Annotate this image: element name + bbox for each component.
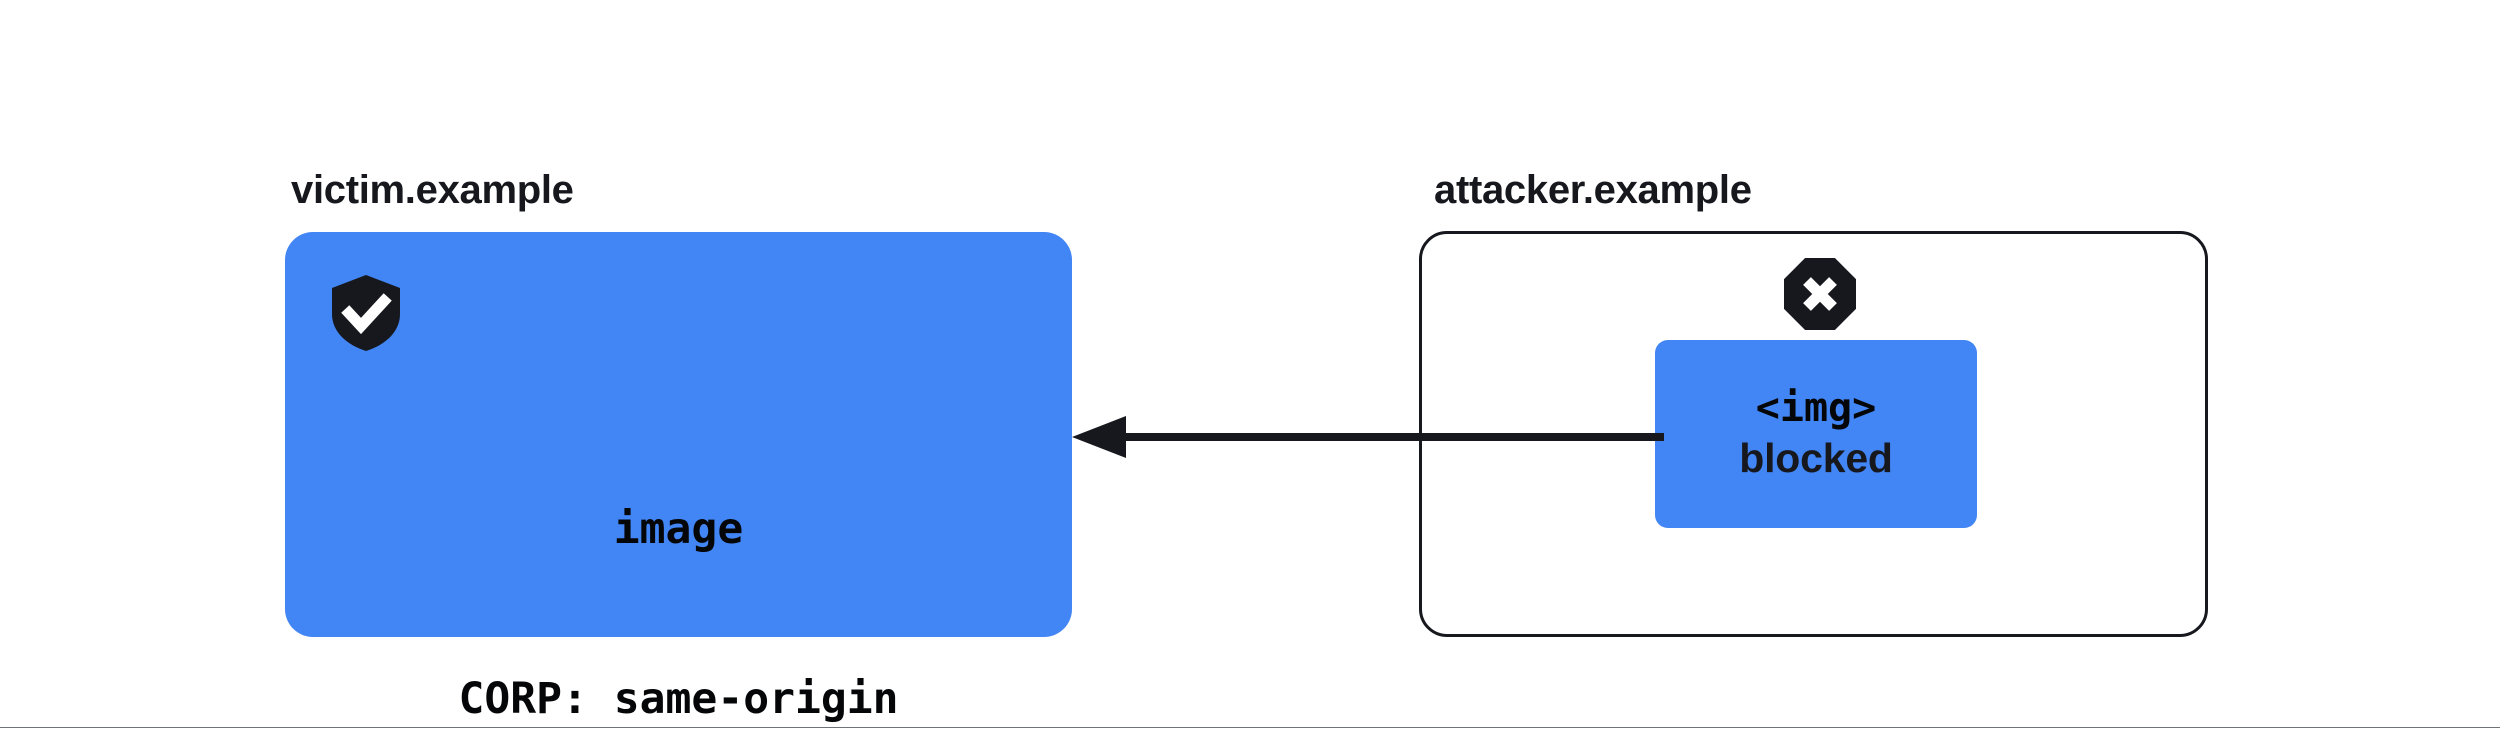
octagon-x-icon bbox=[1784, 258, 1856, 330]
attacker-origin-label: attacker.example bbox=[1434, 168, 1752, 212]
victim-corp-header: CORP: same-origin bbox=[458, 673, 899, 724]
victim-resource-text: image CORP: same-origin bbox=[285, 387, 1072, 743]
img-blocked-status: blocked bbox=[1739, 435, 1893, 482]
victim-origin-panel: image CORP: same-origin bbox=[285, 232, 1072, 724]
footer-divider-rule bbox=[0, 727, 2500, 728]
attacker-img-node: <img> blocked bbox=[1655, 340, 1977, 528]
victim-origin-label: victim.example bbox=[291, 168, 574, 212]
victim-resource-kind: image bbox=[613, 503, 744, 554]
img-tag-label: <img> bbox=[1755, 384, 1877, 431]
shield-check-icon bbox=[330, 274, 402, 352]
blocked-request-arrow bbox=[1060, 405, 1664, 469]
